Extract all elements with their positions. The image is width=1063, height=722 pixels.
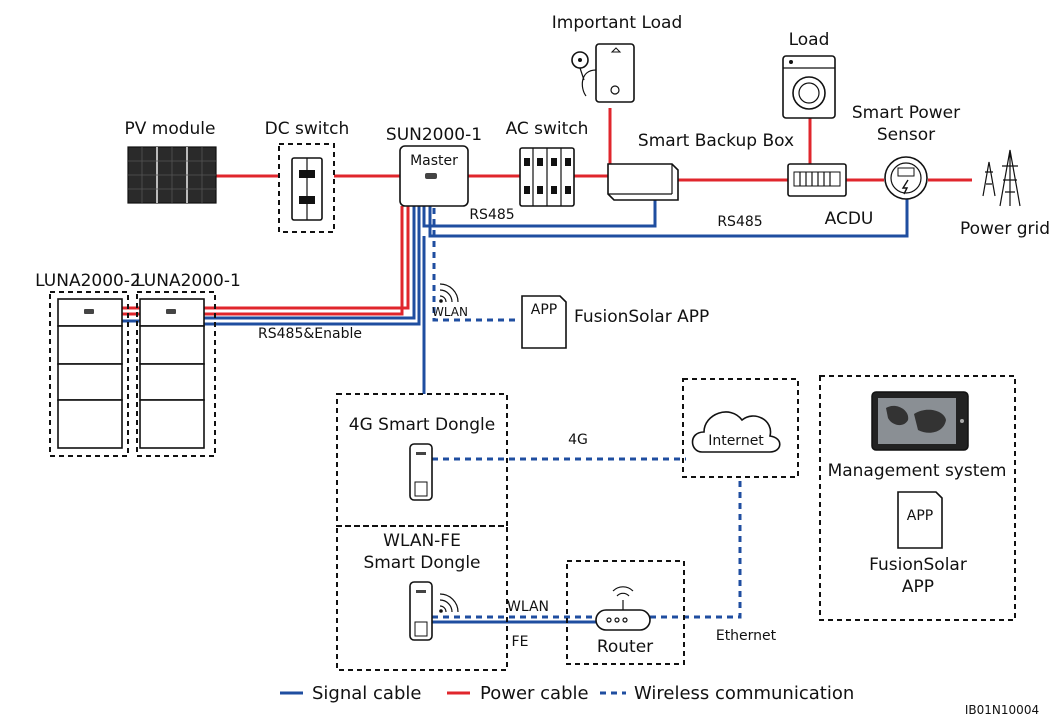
label-acdu: ACDU: [825, 209, 874, 229]
label-rs485-sensor: RS485: [717, 214, 762, 230]
label-fusionsolar-app: FusionSolar APP: [574, 307, 709, 327]
luna2-box: [49, 291, 129, 457]
label-inverter: SUN2000-1: [386, 125, 482, 145]
power-grid-icon: [982, 149, 1021, 207]
wifi-icon-dongle: [439, 593, 459, 613]
cloud-icon: [691, 411, 781, 453]
luna1-box: [136, 291, 216, 457]
acdu-icon: [787, 163, 847, 197]
legend-signal-label: Signal cable: [312, 683, 421, 704]
label-master: Master: [410, 153, 458, 169]
dongle-wlan-fe-icon: [409, 581, 433, 641]
label-ethernet: Ethernet: [716, 628, 777, 644]
label-wlan-app: WLAN: [432, 305, 468, 319]
inverter-icon: [399, 145, 469, 207]
wireless-link-ethernet: [650, 477, 742, 619]
label-ac-switch: AC switch: [506, 119, 589, 139]
app-badge-text-management: APP: [907, 508, 933, 524]
smart-power-sensor-icon: [884, 156, 928, 200]
label-wlan-router: WLAN: [507, 599, 549, 615]
washing-machine-icon: [782, 55, 836, 119]
signal-cable-rs485-enable-b: [140, 206, 421, 326]
water-heater-icon: [571, 43, 635, 103]
router-box: [566, 560, 685, 665]
label-smart-power-sensor-2: Sensor: [877, 125, 935, 145]
management-tablet-icon: [871, 391, 969, 451]
legend-power-label: Power cable: [480, 683, 589, 704]
pv-module-icon: [127, 146, 217, 204]
label-internet: Internet: [708, 433, 764, 449]
management-box: [819, 375, 1016, 621]
label-luna1: LUNA2000-1: [135, 271, 241, 291]
wifi-icon: [439, 283, 459, 303]
label-4g-dongle: 4G Smart Dongle: [349, 415, 495, 435]
battery-luna2-icon: [57, 298, 123, 449]
dc-switch-icon: [291, 157, 323, 221]
label-fusionsolar-2: APP: [902, 577, 934, 597]
label-4g-link: 4G: [568, 432, 588, 448]
label-wlan-fe-1: WLAN-FE: [383, 531, 461, 551]
label-smart-backup-box: Smart Backup Box: [638, 131, 794, 151]
power-cable-battery-b: [122, 206, 404, 316]
legend-wireless-label: Wireless communication: [634, 683, 854, 704]
label-important-load: Important Load: [552, 13, 682, 33]
signal-cable-rs485-sensor: [428, 196, 909, 238]
label-pv-module: PV module: [125, 119, 216, 139]
app-badge-text: APP: [531, 302, 557, 318]
app-badge-icon: [521, 295, 567, 349]
label-fusionsolar-1: FusionSolar: [869, 555, 967, 575]
label-rs485-backup: RS485: [469, 207, 514, 223]
label-rs485-enable: RS485&Enable: [258, 326, 362, 342]
power-cable-battery-a: [122, 206, 410, 310]
dongle-wlan-box: [336, 525, 508, 671]
legend: Signal cable Power cable Wireless commun…: [280, 683, 854, 704]
wireless-link-wlan-app: [432, 208, 520, 322]
app-badge-icon-management: [897, 491, 943, 549]
dongle-4g-icon: [409, 443, 433, 501]
router-icon: [595, 586, 651, 631]
label-wlan-fe-2: Smart Dongle: [363, 553, 480, 573]
internet-box: [682, 378, 799, 478]
label-luna2: LUNA2000-2: [35, 271, 141, 291]
label-fe: FE: [512, 634, 529, 650]
doc-id: IB01N10004: [965, 703, 1039, 717]
ac-switch-icon: [519, 147, 575, 207]
label-load: Load: [789, 30, 830, 50]
label-smart-power-sensor-1: Smart Power: [852, 103, 960, 123]
dc-switch-box: [278, 143, 335, 233]
label-power-grid: Power grid: [960, 219, 1050, 239]
battery-luna1-icon: [139, 298, 205, 449]
label-dc-switch: DC switch: [265, 119, 350, 139]
label-router: Router: [597, 637, 653, 657]
signal-cable-rs485-enable-a: [180, 206, 416, 320]
smart-backup-box-icon: [607, 163, 679, 201]
label-management-system: Management system: [828, 461, 1007, 481]
signal-cable-rs485-backup: [422, 196, 657, 228]
